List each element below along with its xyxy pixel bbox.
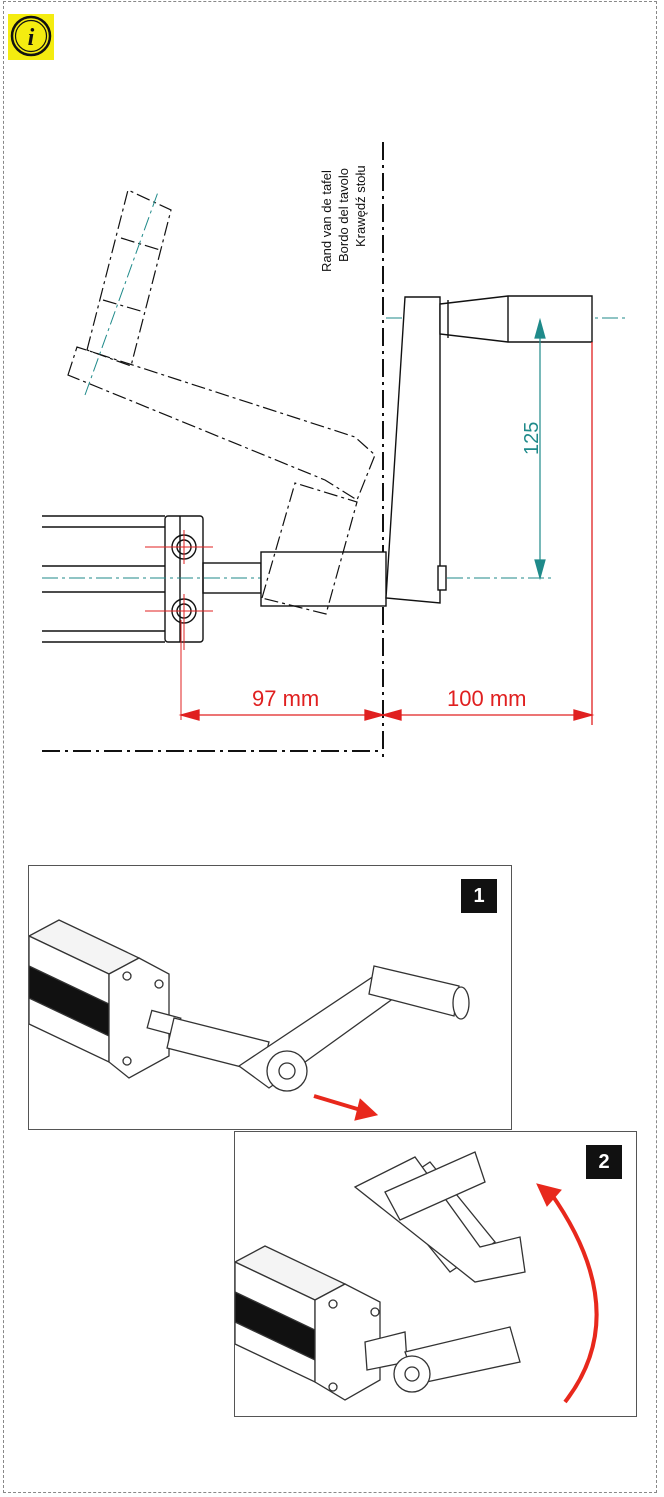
step-1-badge: 1 (461, 879, 497, 913)
step-2-badge: 2 (586, 1145, 622, 1179)
info-icon: i (10, 15, 52, 57)
step-1-illustration (27, 919, 470, 1121)
rotate-arrow-icon (548, 1190, 599, 1404)
step-2-illustration (233, 1151, 599, 1404)
dim-horizontal (178, 342, 595, 725)
rotate-arrowhead-icon (536, 1183, 562, 1207)
page-frame (3, 1, 657, 1493)
folded-centerline (84, 191, 159, 396)
label-krawedz: Krawędź stołu (353, 165, 368, 247)
dim-97-label: 97 mm (252, 686, 319, 711)
dim-vertical (534, 317, 546, 581)
label-bordo: Bordo del tavolo (336, 168, 351, 262)
info-badge: i (8, 14, 54, 60)
step-1-panel: 1 (27, 865, 512, 1130)
crank-solid (260, 295, 593, 607)
dim-100-label: 100 mm (447, 686, 526, 711)
technical-drawing: Rand van de tafel Bordo del tavolo Krawę… (42, 142, 625, 760)
crank-folded (67, 189, 376, 615)
svg-text:i: i (28, 25, 35, 51)
label-rand: Rand van de tafel (319, 170, 334, 272)
dim-125-label: 125 (521, 422, 543, 455)
arrow-right-icon (313, 1094, 379, 1121)
step-2-panel: 2 (233, 1131, 637, 1417)
actuator-profile (42, 515, 262, 643)
